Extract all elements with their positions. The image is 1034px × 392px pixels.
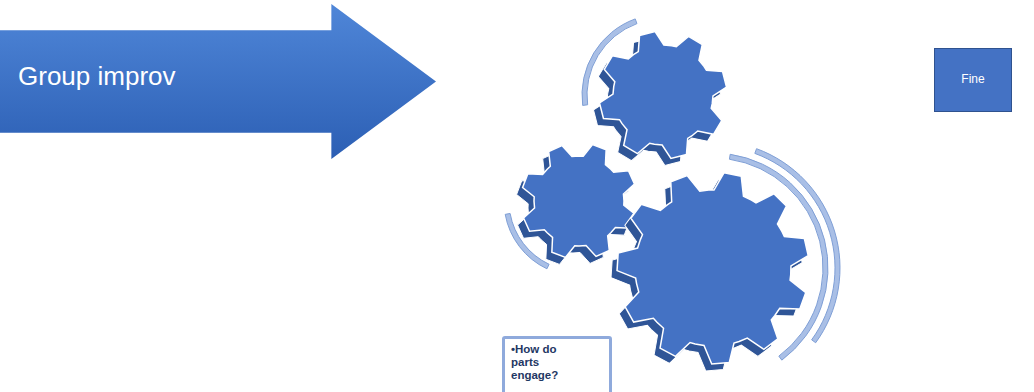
arrow-fill <box>0 4 436 159</box>
process-box: Fine <box>934 48 1012 112</box>
node-label: Fine <box>935 73 1011 87</box>
gear-face <box>609 164 815 372</box>
arrow-shape: Group improv <box>0 4 436 159</box>
node-label: •How do parts engage? <box>511 343 577 383</box>
callout-box: •How do parts engage? <box>502 336 612 392</box>
gear-face <box>523 145 636 258</box>
gear <box>505 145 635 269</box>
gear <box>603 149 840 379</box>
gear-face <box>591 23 735 167</box>
gear-group <box>505 19 840 379</box>
node-label: Group improv <box>18 62 318 92</box>
